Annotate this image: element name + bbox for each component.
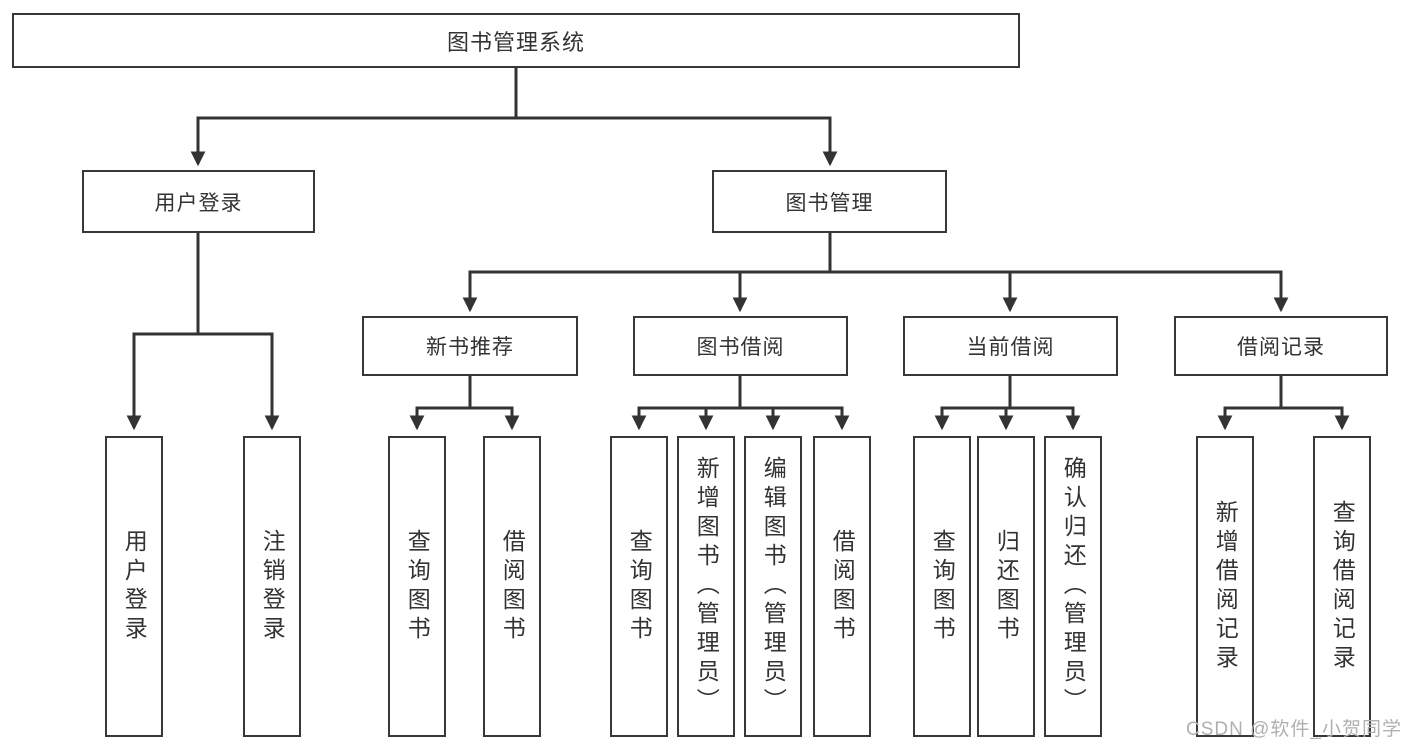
leaf-user-login: 用户登录 xyxy=(105,436,163,737)
leaf-label: 查询借阅记录 xyxy=(1329,499,1356,674)
node-label: 当前借阅 xyxy=(966,336,1055,359)
node-user-login: 用户登录 xyxy=(82,170,315,233)
csdn-watermark: CSDN @软件_小贺同学 xyxy=(1186,719,1402,740)
leaf-label: 借阅图书 xyxy=(829,528,856,645)
leaf-borrow-books-recommend: 借阅图书 xyxy=(483,436,541,737)
node-label: 图书借阅 xyxy=(696,336,785,359)
node-new-book-recommendation: 新书推荐 xyxy=(362,316,578,376)
leaf-query-borrow-record: 查询借阅记录 xyxy=(1313,436,1371,737)
node-current-borrowing: 当前借阅 xyxy=(903,316,1118,376)
node-label: 图书管理 xyxy=(785,191,874,215)
leaf-return-book: 归还图书 xyxy=(977,436,1035,737)
leaf-label: 新增图书（管理员） xyxy=(693,456,720,717)
leaf-label: 查询图书 xyxy=(404,528,431,645)
leaf-label: 新增借阅记录 xyxy=(1212,499,1239,674)
node-book-management: 图书管理 xyxy=(712,170,947,233)
leaf-label: 借阅图书 xyxy=(499,528,526,645)
leaf-add-book-admin: 新增图书（管理员） xyxy=(677,436,735,737)
leaf-edit-book-admin: 编辑图书（管理员） xyxy=(744,436,802,737)
node-library-management-system: 图书管理系统 xyxy=(12,13,1020,68)
leaf-query-books-current: 查询图书 xyxy=(913,436,971,737)
leaf-label: 归还图书 xyxy=(993,528,1020,645)
leaf-query-books-recommend: 查询图书 xyxy=(388,436,446,737)
leaf-label: 查询图书 xyxy=(929,528,956,645)
node-borrowing-records: 借阅记录 xyxy=(1174,316,1388,376)
leaf-borrow-books-borrowing: 借阅图书 xyxy=(813,436,871,737)
node-label: 借阅记录 xyxy=(1237,336,1325,359)
node-label: 用户登录 xyxy=(154,191,243,215)
node-book-borrowing: 图书借阅 xyxy=(633,316,848,376)
leaf-label: 编辑图书（管理员） xyxy=(760,456,787,717)
node-label: 图书管理系统 xyxy=(446,29,585,55)
leaf-confirm-return-admin: 确认归还（管理员） xyxy=(1044,436,1102,737)
node-label: 新书推荐 xyxy=(426,336,514,359)
leaf-add-borrow-record: 新增借阅记录 xyxy=(1196,436,1254,737)
leaf-label: 用户登录 xyxy=(121,528,148,645)
leaf-label: 查询图书 xyxy=(626,528,653,645)
leaf-label: 确认归还（管理员） xyxy=(1060,456,1087,717)
leaf-label: 注销登录 xyxy=(259,528,286,645)
leaf-logout: 注销登录 xyxy=(243,436,301,737)
leaf-query-books-borrowing: 查询图书 xyxy=(610,436,668,737)
